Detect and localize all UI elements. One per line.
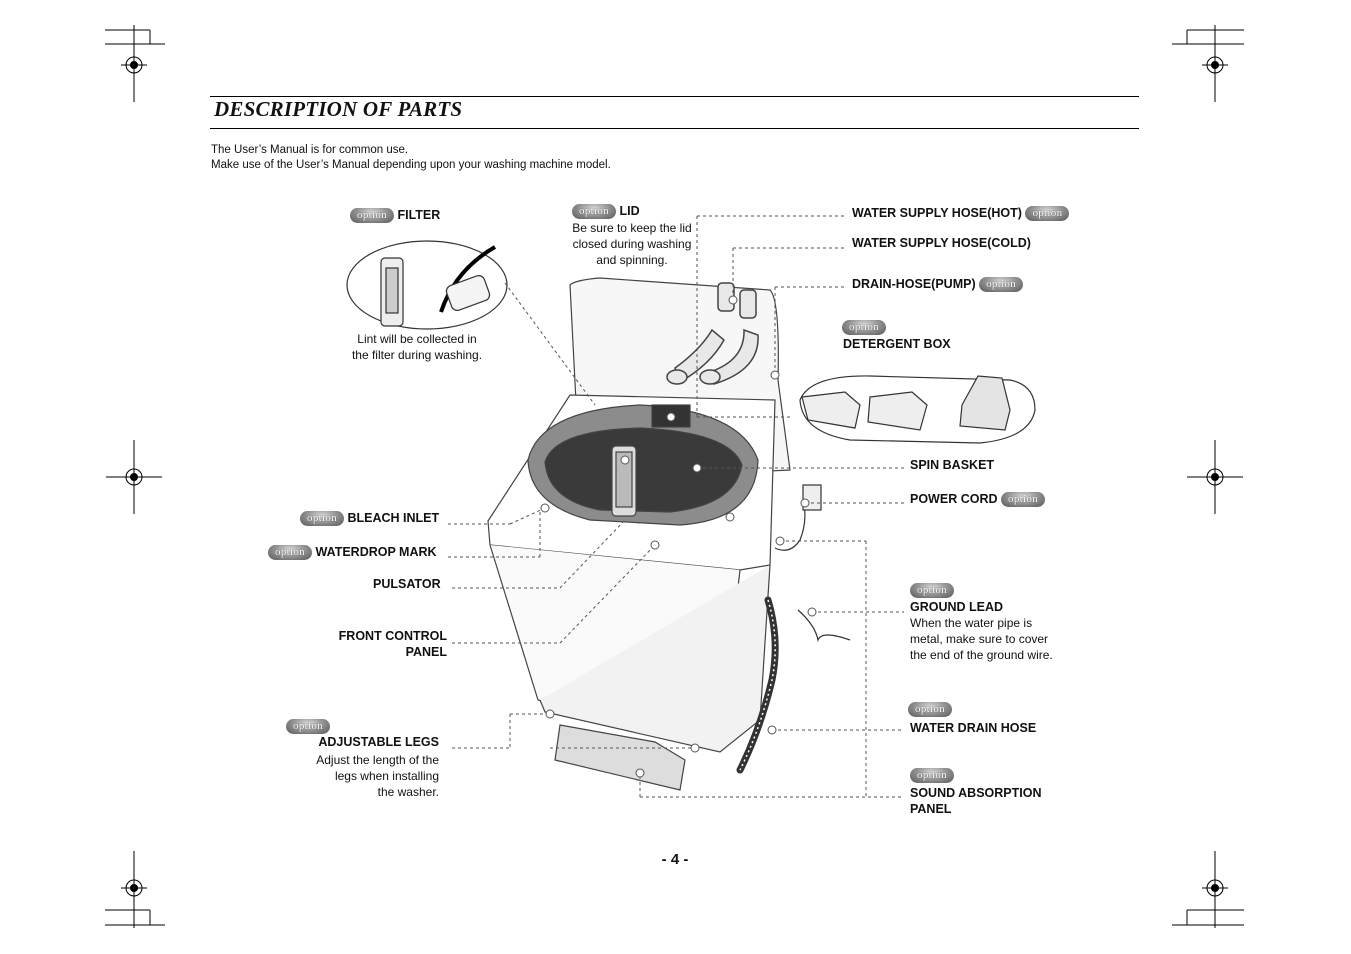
- front-control-panel-label: FRONT CONTROL PANEL: [338, 629, 447, 659]
- option-badge: option: [908, 702, 952, 717]
- option-badge: option: [268, 545, 312, 561]
- water-drain-hose-label: WATER DRAIN HOSE: [910, 721, 1037, 735]
- title-rule-bottom: [210, 128, 1139, 129]
- intro-line-2: Make use of the User’s Manual depending …: [211, 159, 611, 171]
- adjustable-legs-note: Adjust the length of the legs when insta…: [316, 753, 439, 799]
- pulsator-label: PULSATOR: [373, 577, 441, 591]
- waterdrop-mark-label: WATERDROP MARK: [315, 545, 437, 559]
- water-supply-hot-label: WATER SUPPLY HOSE(HOT): [852, 206, 1022, 220]
- drain-hose-pump-label: DRAIN-HOSE(PUMP): [852, 277, 976, 291]
- bleach-inlet-label: BLEACH INLET: [347, 511, 440, 525]
- title-rule-top: [210, 96, 1139, 97]
- option-badge: option: [910, 583, 954, 598]
- water-supply-cold-label: WATER SUPPLY HOSE(COLD): [852, 236, 1031, 250]
- lid-label-group: option LID: [572, 203, 640, 220]
- lid-label: LID: [619, 204, 640, 218]
- option-badge: option: [350, 208, 394, 224]
- power-cord-label: POWER CORD: [910, 492, 998, 506]
- ground-lead-label: GROUND LEAD: [910, 600, 1004, 614]
- filter-label: FILTER: [397, 208, 441, 222]
- ground-lead-note: When the water pipe is metal, make sure …: [910, 616, 1053, 662]
- filter-note: Lint will be collected in the filter dur…: [351, 332, 483, 362]
- option-badge: option: [300, 511, 344, 527]
- option-badge: option: [1000, 492, 1045, 508]
- registration-marks: [106, 25, 1243, 928]
- option-badge: option: [1025, 206, 1070, 222]
- page-title: DESCRIPTION OF PARTS: [214, 97, 463, 121]
- spin-basket-label: SPIN BASKET: [910, 458, 995, 472]
- waterdrop-mark-group: option WATERDROP MARK: [268, 544, 437, 561]
- option-badge: option: [286, 719, 330, 734]
- page-number: - 4 -: [661, 851, 689, 868]
- intro-line-1: The User’s Manual is for common use.: [211, 144, 409, 156]
- detergent-box-label: DETERGENT BOX: [843, 337, 951, 351]
- adjustable-legs-label: ADJUSTABLE LEGS: [318, 735, 439, 749]
- water-supply-hot-group: WATER SUPPLY HOSE(HOT) option: [852, 205, 1070, 222]
- option-badge: option: [979, 277, 1024, 293]
- option-badge: option: [572, 204, 616, 220]
- option-badge: option: [842, 320, 886, 335]
- sound-absorption-panel-label: SOUND ABSORPTION PANEL: [910, 786, 1042, 816]
- option-badge: option: [910, 768, 954, 783]
- drain-hose-pump-group: DRAIN-HOSE(PUMP) option: [852, 276, 1024, 293]
- lid-note: Be sure to keep the lid closed during wa…: [572, 221, 692, 267]
- filter-label-group: option FILTER: [350, 207, 441, 224]
- bleach-inlet-group: option BLEACH INLET: [300, 510, 440, 527]
- power-cord-group: POWER CORD option: [910, 491, 1045, 508]
